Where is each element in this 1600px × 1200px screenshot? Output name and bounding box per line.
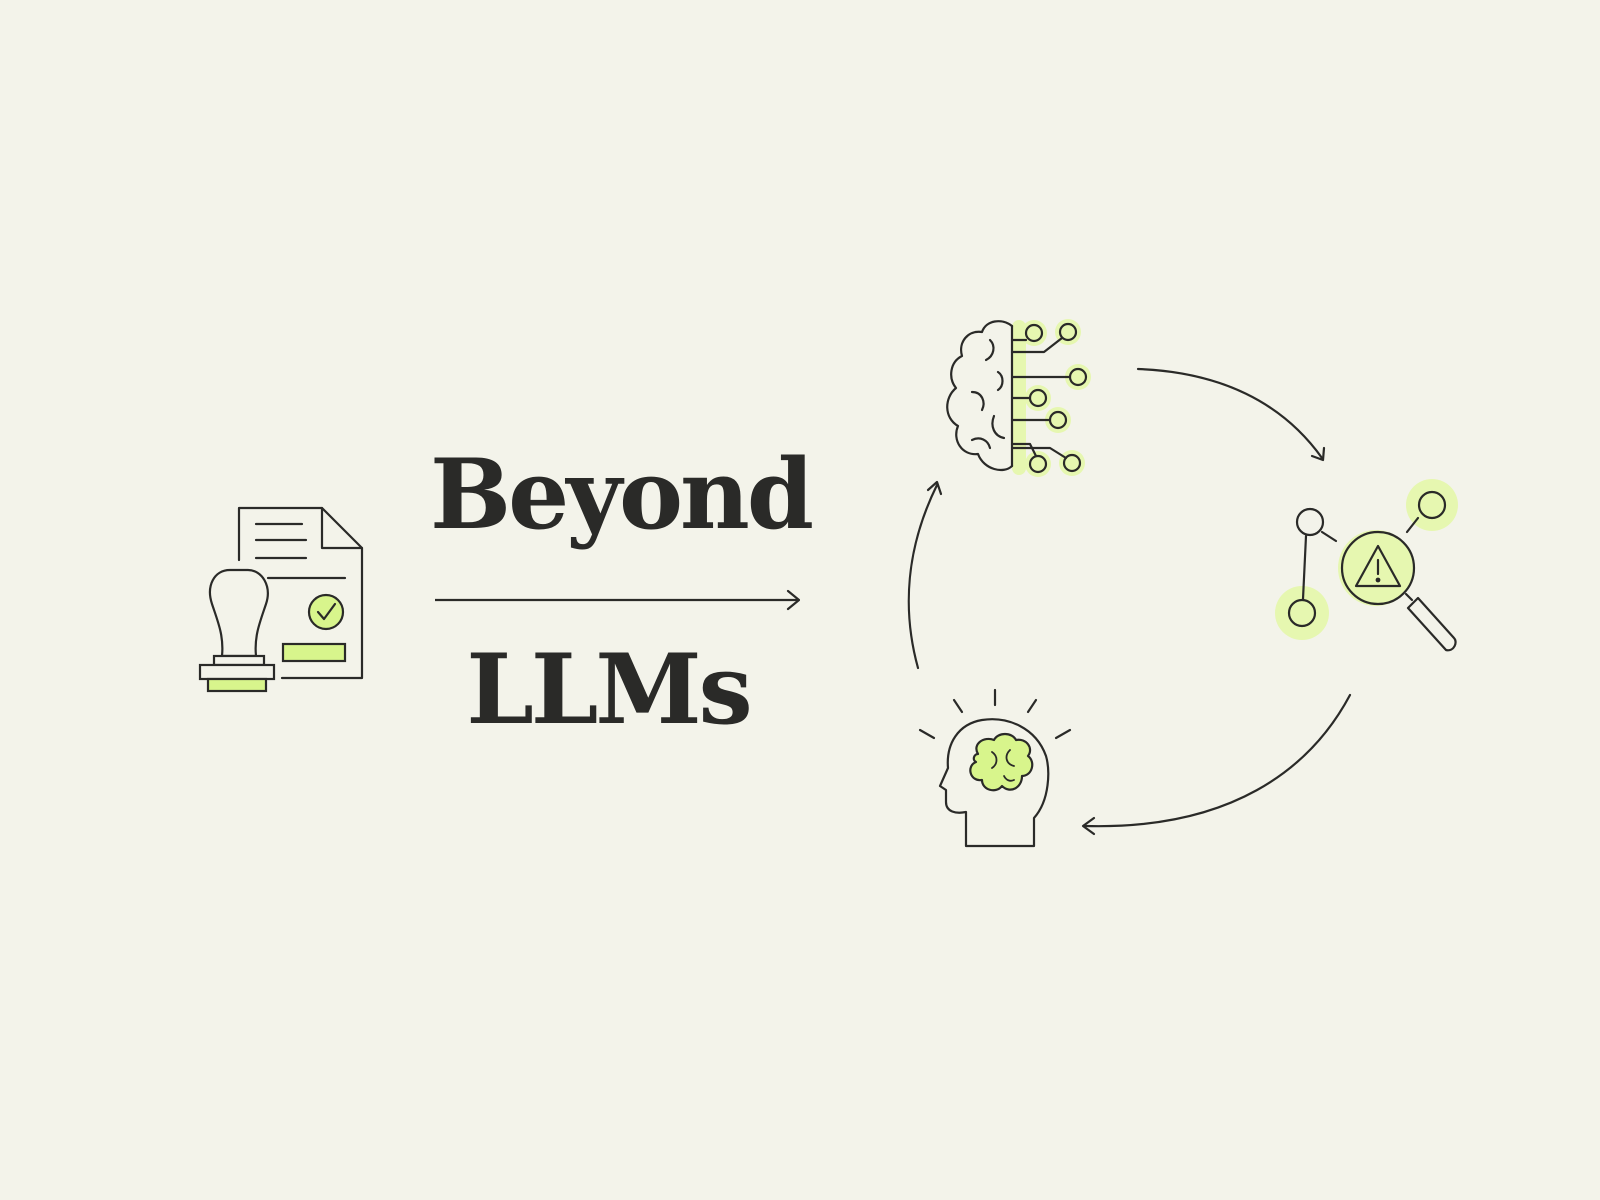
human-head-brain-insight-icon xyxy=(918,688,1072,848)
title-llms: LLMs xyxy=(466,633,752,746)
right-arrow-icon xyxy=(435,589,800,611)
cycle-arrow-bottom xyxy=(1083,693,1352,828)
cycle-arrow-top xyxy=(1136,367,1324,460)
title-beyond: Beyond xyxy=(430,438,814,551)
cycle-arrows xyxy=(907,367,1352,836)
neural-brain-circuit-icon xyxy=(946,319,1091,477)
anomaly-detection-magnifier-icon xyxy=(1275,479,1458,652)
cycle-arrow-left xyxy=(907,483,939,670)
document-approval-stamp-icon xyxy=(198,506,364,693)
